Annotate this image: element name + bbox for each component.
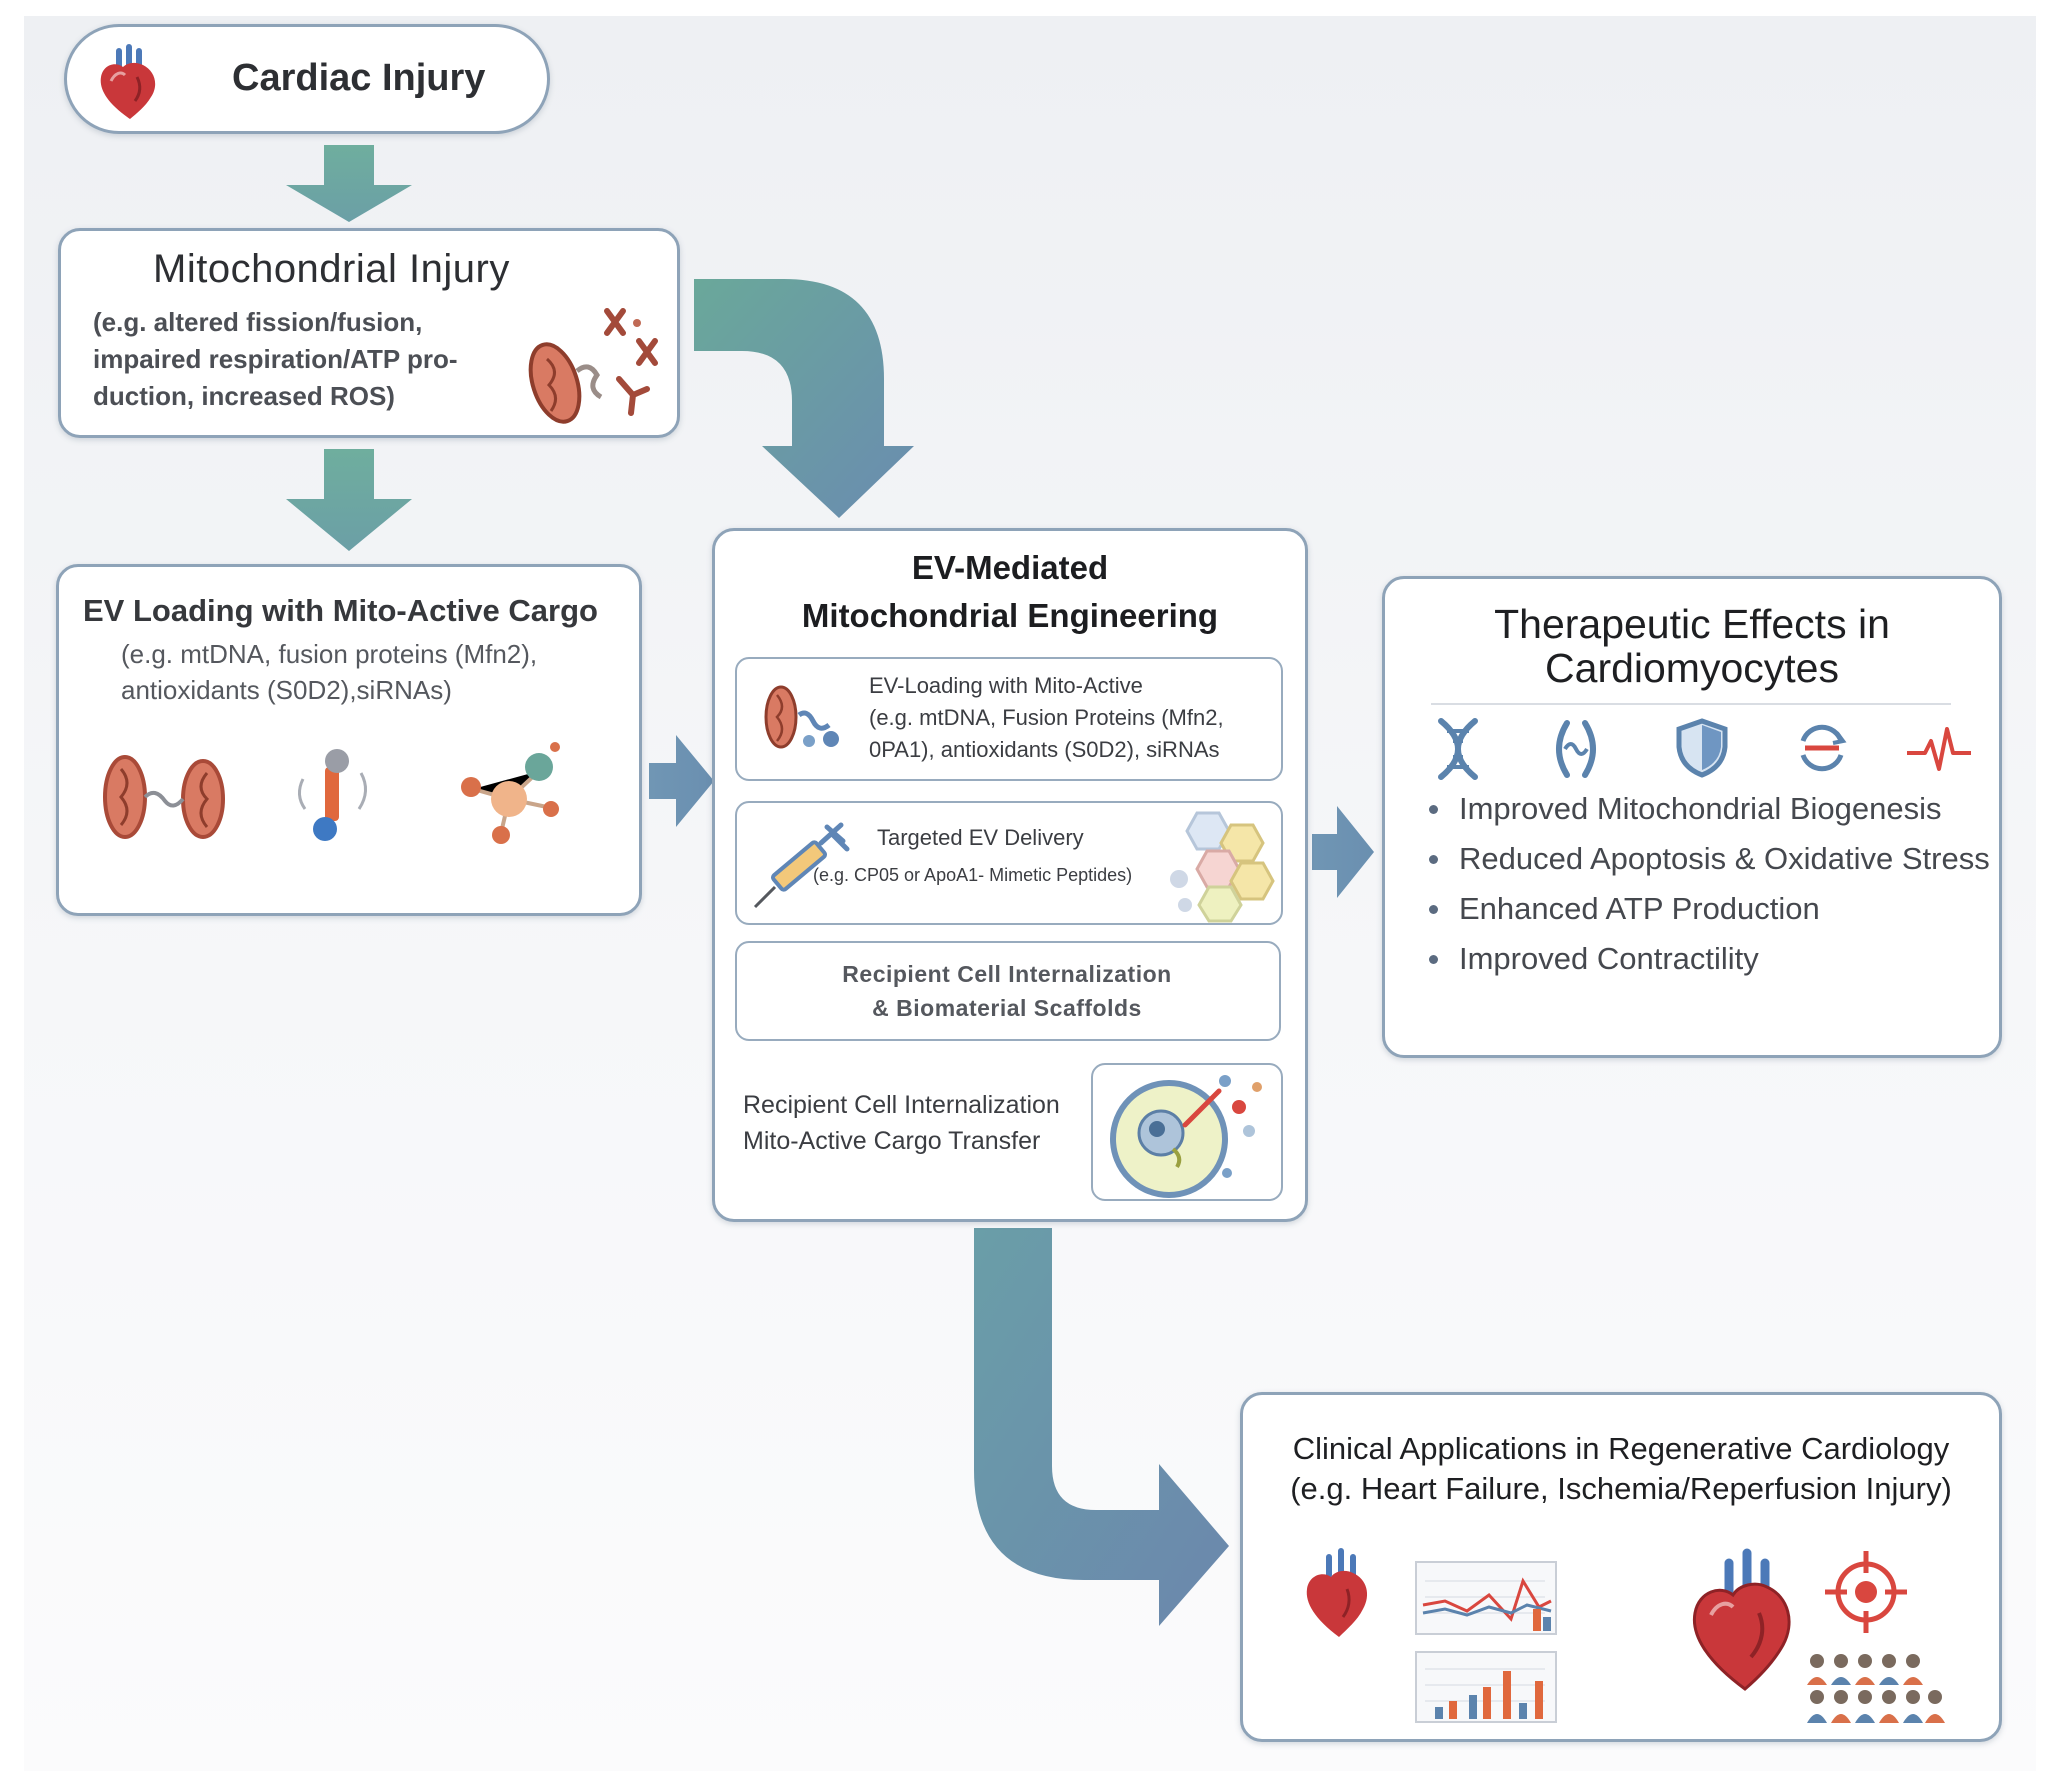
patients-icon bbox=[1807, 1654, 1945, 1723]
bullet-dot bbox=[1429, 955, 1438, 964]
ev-engineering-title-2: Mitochondrial Engineering bbox=[801, 597, 1219, 634]
mito-injury-box: Mitochondrial Injury (e.g. altered fissi… bbox=[58, 228, 680, 438]
therapeutic-bullet-4: Improved Contractility bbox=[1459, 941, 1759, 976]
arrow-bent-engineering-to-clinical bbox=[974, 1228, 1229, 1626]
hexagon-cells-icon bbox=[1170, 811, 1275, 923]
ev-loading-line-1: (e.g. mtDNA, fusion proteins (Mfn2), bbox=[121, 639, 538, 669]
mito-injury-line-3: duction, increased ROS) bbox=[93, 381, 395, 411]
bar-chart-icon bbox=[1415, 1651, 1557, 1723]
step-cargo-transfer-line-2: Mito-Active Cargo Transfer bbox=[743, 1127, 1041, 1155]
step-targeted-delivery: Targeted EV Delivery (e.g. CP05 or ApoA1… bbox=[735, 801, 1283, 925]
heartbeat-icon bbox=[1907, 727, 1971, 771]
ev-loading-line-2: antioxidants (S0D2),siRNAs) bbox=[121, 675, 452, 705]
heart-icon bbox=[100, 44, 156, 119]
therapeutic-title-1: Therapeutic Effects in bbox=[1494, 601, 1890, 647]
step-cargo-transfer-line-1: Recipient Cell Internalization bbox=[743, 1091, 1060, 1119]
atp-cycle-icon bbox=[1800, 724, 1847, 772]
therapeutic-title-2: Cardiomyocytes bbox=[1545, 645, 1839, 691]
step-internalization-line-1: Recipient Cell Internalization bbox=[842, 961, 1172, 987]
arrow-right-loading-to-engineering bbox=[649, 735, 714, 827]
therapeutic-box: Therapeutic Effects in Cardiomyocytes Im… bbox=[1382, 576, 2002, 1058]
step-targeted-delivery-detail: (e.g. CP05 or ApoA1- Mimetic Peptides) bbox=[813, 865, 1133, 885]
step-targeted-delivery-title: Targeted EV Delivery bbox=[877, 825, 1084, 850]
large-heart-icon bbox=[1692, 1548, 1791, 1691]
mito-injury-title: Mitochondrial Injury bbox=[153, 247, 510, 291]
damaged-mitochondria-icon bbox=[528, 308, 658, 424]
cardiac-injury-title: Cardiac Injury bbox=[232, 57, 486, 99]
mito-injury-line-2: impaired respiration/ATP pro- bbox=[93, 344, 458, 374]
molecule-icon bbox=[461, 742, 560, 844]
clinical-title-1: Clinical Applications in Regenerative Ca… bbox=[1292, 1431, 1950, 1466]
target-icon bbox=[1825, 1551, 1907, 1633]
bullet-dot bbox=[1429, 905, 1438, 914]
ev-engineering-title-1: EV-Mediated bbox=[911, 549, 1109, 586]
cell-uptake-icon bbox=[1110, 1075, 1262, 1198]
step-internalization-line-2: & Biomaterial Scaffolds bbox=[872, 995, 1142, 1021]
syringe-icon bbox=[753, 822, 850, 909]
step-ev-loading-title: EV-Loading with Mito-Active bbox=[869, 673, 1143, 698]
step-internalization-scaffolds: Recipient Cell Internalization & Biomate… bbox=[735, 941, 1281, 1041]
dna-icon bbox=[1438, 718, 1478, 780]
clinical-title-2: (e.g. Heart Failure, Ischemia/Reperfusio… bbox=[1290, 1471, 1952, 1506]
ev-engineering-box: EV-Mediated Mitochondrial Engineering EV… bbox=[712, 528, 1308, 1222]
protein-icon bbox=[298, 749, 367, 841]
clinical-box: Clinical Applications in Regenerative Ca… bbox=[1240, 1392, 2002, 1742]
therapeutic-bullet-1: Improved Mitochondrial Biogenesis bbox=[1459, 791, 1942, 826]
cardiac-injury-box: Cardiac Injury bbox=[64, 24, 550, 134]
heart-icon bbox=[1306, 1548, 1368, 1637]
therapeutic-divider bbox=[1431, 703, 1951, 705]
step-ev-loading-line-1: (e.g. mtDNA, Fusion Proteins (Mfn2, bbox=[869, 705, 1224, 730]
arrow-bent-mito-to-engineering bbox=[694, 279, 914, 518]
step-ev-loading-line-2: 0PA1), antioxidants (S0D2), siRNAs bbox=[869, 737, 1220, 762]
arrow-down-mito-to-loading bbox=[286, 449, 412, 551]
ev-loading-title: EV Loading with Mito-Active Cargo bbox=[83, 593, 598, 628]
mito-injury-line-1: (e.g. altered fission/fusion, bbox=[93, 307, 423, 337]
mitochondria-icon bbox=[103, 755, 225, 839]
step-ev-loading: EV-Loading with Mito-Active (e.g. mtDNA,… bbox=[735, 657, 1283, 781]
bullet-dot bbox=[1429, 855, 1438, 864]
shield-icon bbox=[1676, 718, 1728, 778]
arrow-down-cardiac-to-mito bbox=[286, 145, 412, 222]
diagram-canvas: Cardiac Injury Mitochondrial Injury (e.g… bbox=[24, 16, 2036, 1771]
mitochondria-icon bbox=[1556, 720, 1596, 778]
cell-uptake-panel bbox=[1091, 1063, 1283, 1201]
arrow-right-engineering-to-therapeutic bbox=[1312, 806, 1374, 898]
ev-loading-box: EV Loading with Mito-Active Cargo (e.g. … bbox=[56, 564, 642, 916]
bullet-dot bbox=[1429, 805, 1438, 814]
therapeutic-bullet-3: Enhanced ATP Production bbox=[1459, 891, 1820, 926]
mitochondria-cargo-icon bbox=[764, 685, 839, 749]
flow-arrows bbox=[286, 145, 1374, 1626]
line-chart-icon bbox=[1415, 1561, 1557, 1635]
therapeutic-bullet-2: Reduced Apoptosis & Oxidative Stress bbox=[1459, 841, 1990, 876]
